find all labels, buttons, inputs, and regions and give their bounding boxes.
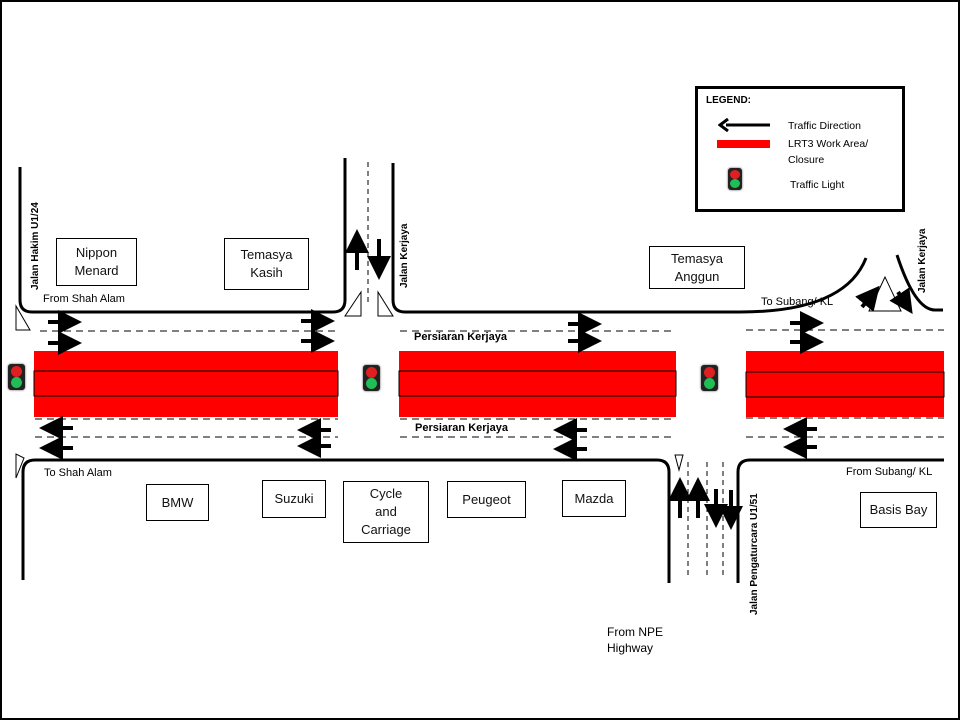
legend-label-traffic-light: Traffic Light [790,179,845,191]
building-label: Peugeot [462,491,511,507]
building-bmw: BMW [146,484,209,521]
kerb-south-right [736,458,944,583]
traffic-light-icon [8,364,25,390]
kerb-south-left [21,458,671,583]
road-label-jalan-hakim: Jalan Hakim U1/24 [30,202,41,290]
building-label: Suzuki [274,491,314,506]
building-label: Carriage [361,522,411,537]
label-from-npe-line1: From NPE [607,625,664,639]
traffic-island-1 [15,304,31,331]
building-label: and [375,504,397,519]
building-label: BMW [161,494,194,510]
label-from-npe-line2: Highway [607,641,654,655]
traffic-light-icon [701,365,718,391]
traffic-island-3 [377,290,394,317]
traffic-island-5 [15,453,25,479]
road-label-jalan-pengaturcara: Jalan Pengaturcara U1/51 [749,493,760,615]
legend: LEGEND: Traffic Direction LRT3 Work Area… [695,86,905,212]
legend-label-traffic-direction: Traffic Direction [788,120,861,132]
arrow-slip-in [855,285,880,312]
road-label-persiaran-kerjaya-south: Persiaran Kerjaya [415,422,508,434]
building-label: Mazda [574,490,614,506]
road-label-jalan-kerjaya-right: Jalan Kerjaya [917,228,928,294]
kerb-north-left [18,158,347,314]
traffic-island-2 [344,290,362,317]
road-label-persiaran-kerjaya-north: Persiaran Kerjaya [414,331,507,343]
legend-title: LEGEND: [706,95,751,106]
label-to-shah-alam: To Shah Alam [44,467,112,479]
building-label: Kasih [250,265,283,280]
work-area-3 [745,351,945,417]
building-label: Nippon [75,245,118,260]
road-label-jalan-kerjaya-mid: Jalan Kerjaya [399,223,410,289]
kerb-north-mid [391,163,868,314]
building-label: Cycle [369,486,403,501]
work-area-2 [398,351,677,417]
building-label: Temasya [240,247,293,262]
label-from-subang-kl: From Subang/ KL [846,466,933,478]
building-mazda: Mazda [562,480,626,517]
traffic-light-icon [363,365,380,391]
legend-label-work-area: LRT3 Work Area/ Closure [788,138,869,166]
work-area-swatch [717,140,770,148]
traffic-light-icon [728,168,742,190]
building-label: Basis Bay [869,502,928,517]
work-area-1 [33,351,339,417]
building-label: Menard [74,263,119,278]
building-peugeot: Peugeot [447,481,526,518]
traffic-island-4 [868,275,902,312]
label-from-npe-highway: From NPE Highway [607,624,663,656]
arrow-left-icon [718,118,770,132]
building-label: Temasya [670,250,724,266]
kerb-north-right [895,254,943,312]
building-label: Anggun [674,268,720,284]
arrow-slip-out [889,287,913,314]
label-from-shah-alam: From Shah Alam [43,293,125,305]
label-to-subang-kl: To Subang/ KL [761,296,834,308]
building-basis-bay: Basis Bay [860,492,937,528]
traffic-island-6 [674,454,684,472]
building-suzuki: Suzuki [262,480,326,518]
